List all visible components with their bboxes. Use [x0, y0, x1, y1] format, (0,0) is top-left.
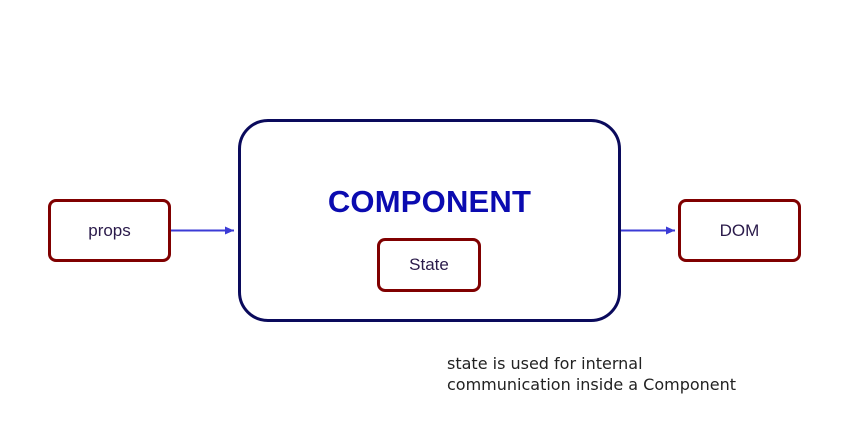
component-box: COMPONENT	[238, 119, 621, 322]
state-note: state is used for internal communication…	[447, 353, 736, 395]
state-note-line-1: state is used for internal	[447, 354, 643, 373]
props-label: props	[88, 220, 131, 240]
state-note-line-2: communication inside a Component	[447, 375, 737, 394]
dom-label: DOM	[719, 220, 760, 240]
state-label: State	[409, 255, 449, 274]
props-box: props	[48, 199, 171, 262]
dom-box: DOM	[678, 199, 801, 262]
component-title: COMPONENT	[327, 184, 532, 219]
state-box: State	[377, 238, 481, 292]
